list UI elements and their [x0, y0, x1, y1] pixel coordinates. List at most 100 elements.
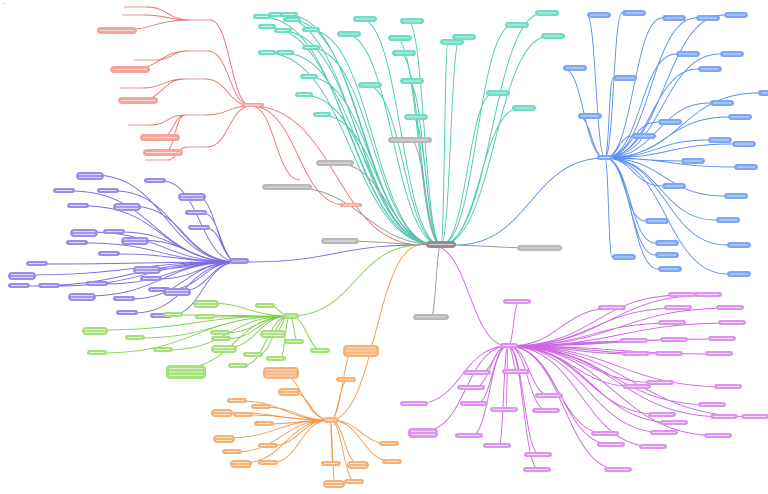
- topic-node[interactable]: [178, 193, 206, 201]
- connector-line: [155, 50, 189, 61]
- topic-node[interactable]: [193, 300, 219, 308]
- connector-line: [604, 17, 663, 159]
- connector-line: [286, 186, 442, 246]
- connector-line: [507, 345, 727, 418]
- connector-line: [224, 419, 331, 439]
- connector-line: [577, 115, 606, 159]
- topic-node[interactable]: [82, 327, 108, 335]
- connector-line: [289, 315, 299, 343]
- connector-line: [334, 162, 442, 246]
- connector-line: [604, 157, 659, 270]
- connector-line: [604, 102, 711, 159]
- connector-line: [281, 30, 437, 246]
- connector-line: [507, 307, 681, 347]
- topic-node[interactable]: [133, 266, 161, 274]
- connector-line: [507, 345, 667, 434]
- topic-node[interactable]: [211, 409, 233, 417]
- connector-line: [507, 345, 621, 471]
- topic-node[interactable]: [260, 330, 286, 338]
- connector-line: [133, 261, 239, 314]
- topic-node[interactable]: [76, 172, 104, 180]
- connector-line: [604, 12, 623, 159]
- connector-line: [604, 157, 725, 197]
- connector-line: [250, 105, 301, 181]
- document-subtitle: ...: [3, 5, 6, 9]
- connector-line: [430, 244, 442, 318]
- connector-line: [139, 78, 186, 101]
- connector-line: [604, 157, 717, 221]
- connector-line: [415, 345, 509, 405]
- connector-line: [161, 114, 186, 138]
- connector-line: [138, 239, 239, 263]
- connector-line: [250, 105, 346, 206]
- mind-map-nodes: [8, 6, 768, 488]
- connector-line: [586, 14, 606, 159]
- connector-line: [604, 14, 725, 159]
- connector-line: [269, 419, 331, 464]
- topic-node[interactable]: [8, 272, 36, 280]
- connector-line: [265, 26, 437, 246]
- topic-node[interactable]: [121, 237, 149, 245]
- connector-line: [329, 347, 356, 421]
- connector-line: [411, 116, 442, 246]
- connector-line: [507, 345, 677, 424]
- connector-line: [161, 180, 239, 263]
- connector-line: [507, 345, 541, 456]
- connector-line: [498, 345, 509, 447]
- topic-node[interactable]: [278, 388, 300, 396]
- connector-line: [302, 94, 437, 246]
- orange-branch-line: [329, 244, 422, 421]
- connector-line: [100, 315, 291, 354]
- connector-line: [507, 345, 665, 416]
- connector-line: [604, 53, 721, 159]
- topic-node[interactable]: [70, 229, 98, 237]
- connector-line: [604, 157, 613, 258]
- connector-line: [265, 52, 437, 246]
- connector-line: [93, 174, 239, 263]
- connector-line: [604, 157, 728, 275]
- topic-node[interactable]: [213, 435, 235, 443]
- connector-line: [440, 36, 461, 246]
- connector-line: [241, 419, 331, 464]
- connector-line: [507, 294, 685, 347]
- magenta-branch-line: [430, 244, 509, 347]
- topic-node[interactable]: [323, 480, 345, 488]
- connector-line: [440, 35, 550, 246]
- blue-branch-line: [455, 157, 606, 246]
- connector-line: [604, 157, 735, 168]
- green-branch-line: [289, 244, 422, 317]
- topic-node[interactable]: [163, 288, 191, 296]
- connector-line: [95, 315, 291, 331]
- connector-line: [507, 345, 540, 471]
- topic-node[interactable]: [230, 460, 252, 468]
- connector-line: [604, 157, 656, 244]
- connector-line: [507, 345, 549, 412]
- connector-line: [604, 116, 729, 159]
- connector-line: [141, 78, 186, 89]
- connector-line: [604, 157, 728, 246]
- connector-line: [329, 419, 392, 445]
- connector-line: [507, 345, 758, 418]
- connector-line: [360, 18, 442, 246]
- connector-line: [320, 114, 437, 246]
- connector-line: [604, 139, 709, 159]
- connector-line: [233, 419, 331, 453]
- connector-line: [164, 114, 186, 153]
- topic-node[interactable]: [113, 203, 141, 211]
- connector-line: [507, 307, 615, 347]
- connector-line: [604, 17, 697, 159]
- connector-line: [329, 379, 349, 421]
- topic-node[interactable]: [347, 461, 369, 469]
- topic-node[interactable]: [68, 293, 96, 301]
- document-title: ...: [3, 1, 6, 5]
- connector-line: [507, 345, 656, 448]
- connector-line: [507, 345, 722, 355]
- document-header: ... ...: [3, 1, 6, 9]
- connector-line: [85, 261, 239, 297]
- connector-line: [440, 24, 514, 246]
- connector-line: [507, 338, 725, 347]
- connector-line: [365, 84, 442, 246]
- topic-node[interactable]: [211, 345, 237, 353]
- topic-node[interactable]: [408, 428, 438, 438]
